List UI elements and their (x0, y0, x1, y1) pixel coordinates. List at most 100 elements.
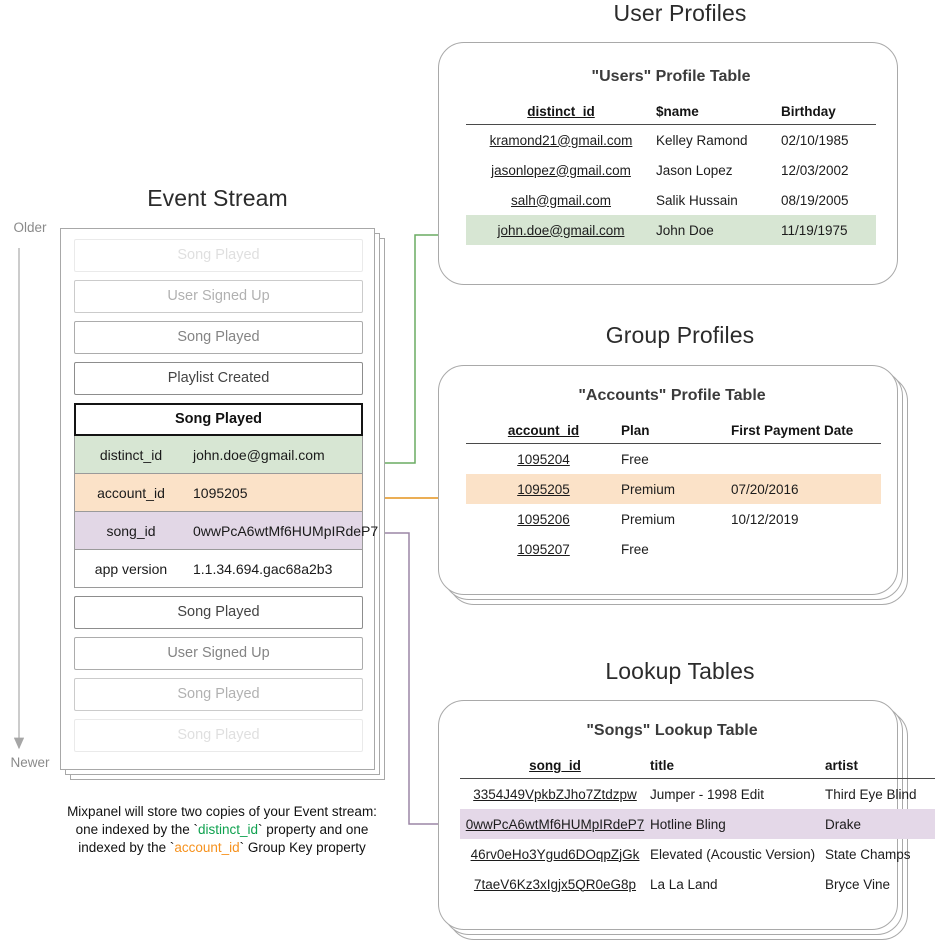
cell-text: 1095204 (517, 451, 570, 467)
group-profiles-title: Group Profiles (605, 322, 755, 348)
axis-label-older: Older (13, 220, 47, 235)
selected-event-header[interactable]: Song Played (74, 403, 363, 436)
property-key: app version (94, 560, 168, 577)
event-stream-caption: Mixpanel will store two copies of your E… (42, 803, 402, 857)
table-cell: 08/19/2005 (781, 192, 849, 208)
table-title: "Users" Profile Table (591, 68, 751, 85)
cell-text: john.doe@gmail.com (497, 222, 625, 238)
column-header-account_id[interactable]: account_id (466, 419, 621, 444)
event-item-above-1[interactable]: User Signed Up (74, 280, 363, 313)
column-header-distinct_id[interactable]: distinct_id (466, 100, 656, 125)
cell-text: 7taeV6Kz3xIgjx5QR0eG8p (473, 876, 637, 892)
column-header-song_id[interactable]: song_id (460, 754, 650, 779)
table-cell: Hotline Bling (650, 809, 825, 839)
cell-text: 46rv0eHo3Ygud6DOqpZjGk (470, 846, 640, 862)
property-key: song_id (106, 522, 156, 539)
caption-line-3-post: ` Group Key property (239, 840, 366, 855)
event-item-below-1[interactable]: User Signed Up (74, 637, 363, 670)
event-item-above-2[interactable]: Song Played (74, 321, 363, 354)
table-cell: Salik Hussain (656, 192, 738, 208)
table-cell: 1095204 (466, 444, 621, 475)
table-row[interactable]: 1095204 Free (466, 444, 881, 475)
table-cell: 3354J49VpkbZJho7Ztdzpw (460, 779, 650, 810)
event-item-below-3[interactable]: Song Played (74, 719, 363, 752)
table-cell: 46rv0eHo3Ygud6DOqpZjGk (460, 839, 650, 869)
table-row[interactable]: 46rv0eHo3Ygud6DOqpZjGk Elevated (Acoustic… (460, 839, 935, 869)
column-header-artist[interactable]: artist (825, 754, 935, 779)
table-cell: Elevated (Acoustic Version) (650, 846, 816, 862)
table-cell: Jason Lopez (656, 162, 733, 178)
axis-label-newer: Newer (10, 755, 50, 770)
caption-line-1: Mixpanel will store two copies of your E… (67, 804, 377, 819)
table-cell: 7taeV6Kz3xIgjx5QR0eG8p (460, 869, 650, 899)
caption-line-2: one indexed by the `distinct_id` propert… (42, 821, 402, 839)
column-header-birthday[interactable]: Birthday (781, 100, 876, 125)
table-cell: 02/10/1985 (781, 132, 849, 148)
event-item-below-0[interactable]: Song Played (74, 596, 363, 629)
table-cell: 12/03/2002 (781, 162, 849, 178)
table-cell: John Doe (656, 215, 781, 245)
table-cell: Kelley Ramond (656, 132, 748, 148)
column-header-title[interactable]: title (650, 754, 825, 779)
column-header-plan[interactable]: Plan (621, 419, 731, 444)
property-key: account_id (97, 484, 165, 501)
event-item-above-3[interactable]: Playlist Created (74, 362, 363, 395)
table-row[interactable]: 3354J49VpkbZJho7Ztdzpw Jumper - 1998 Edit… (460, 779, 935, 810)
table-cell: Bryce Vine (825, 876, 891, 892)
caption-line-2-post: ` property and one (258, 822, 369, 837)
column-header-first-payment-date[interactable]: First Payment Date (731, 419, 881, 444)
table-cell: La La Land (650, 876, 718, 892)
table-row[interactable]: 7taeV6Kz3xIgjx5QR0eG8p La La Land Bryce Vi… (460, 869, 935, 899)
table-cell: salh@gmail.com (466, 185, 656, 215)
table-cell: 1095206 (466, 504, 621, 534)
table-cell: Jumper - 1998 Edit (650, 786, 765, 802)
table-title: "Songs" Lookup Table (586, 722, 758, 739)
cell-text: 3354J49VpkbZJho7Ztdzpw (473, 786, 637, 802)
cell-text: 0wwPcA6wtMf6HUMpIRdeP7 (465, 816, 645, 832)
table-cell: 11/19/1975 (781, 215, 876, 245)
user-profiles-title: User Profiles (613, 0, 747, 26)
event-item-below-2[interactable]: Song Played (74, 678, 363, 711)
event-property-account_id: account_id 1095205 (74, 474, 363, 512)
event-property-song_id: song_id 0wwPcA6wtMf6HUMpIRdeP7 (74, 512, 378, 550)
lookup-tables-title: Lookup Tables (605, 658, 755, 684)
property-value: 1095205 (193, 484, 248, 501)
table-cell: 1095207 (466, 534, 621, 564)
table-cell: 0wwPcA6wtMf6HUMpIRdeP7 (460, 809, 650, 839)
event-list-spacer (74, 588, 363, 596)
table-cell (731, 444, 881, 475)
table-cell: State Champs (825, 846, 911, 862)
table-cell: Free (621, 451, 649, 467)
column-header-label: account_id (507, 423, 580, 438)
column-header-label: distinct_id (527, 104, 595, 119)
property-value: 0wwPcA6wtMf6HUMpIRdeP7 (193, 522, 379, 539)
table-cell: 10/12/2019 (731, 511, 799, 527)
column-header--name[interactable]: $name (656, 100, 781, 125)
table-title: "Accounts" Profile Table (578, 387, 766, 404)
table-cell: Free (621, 541, 649, 557)
table-cell: kramond21@gmail.com (466, 125, 656, 156)
table-cell: Premium (621, 474, 731, 504)
event-item-above-0[interactable]: Song Played (74, 239, 363, 272)
